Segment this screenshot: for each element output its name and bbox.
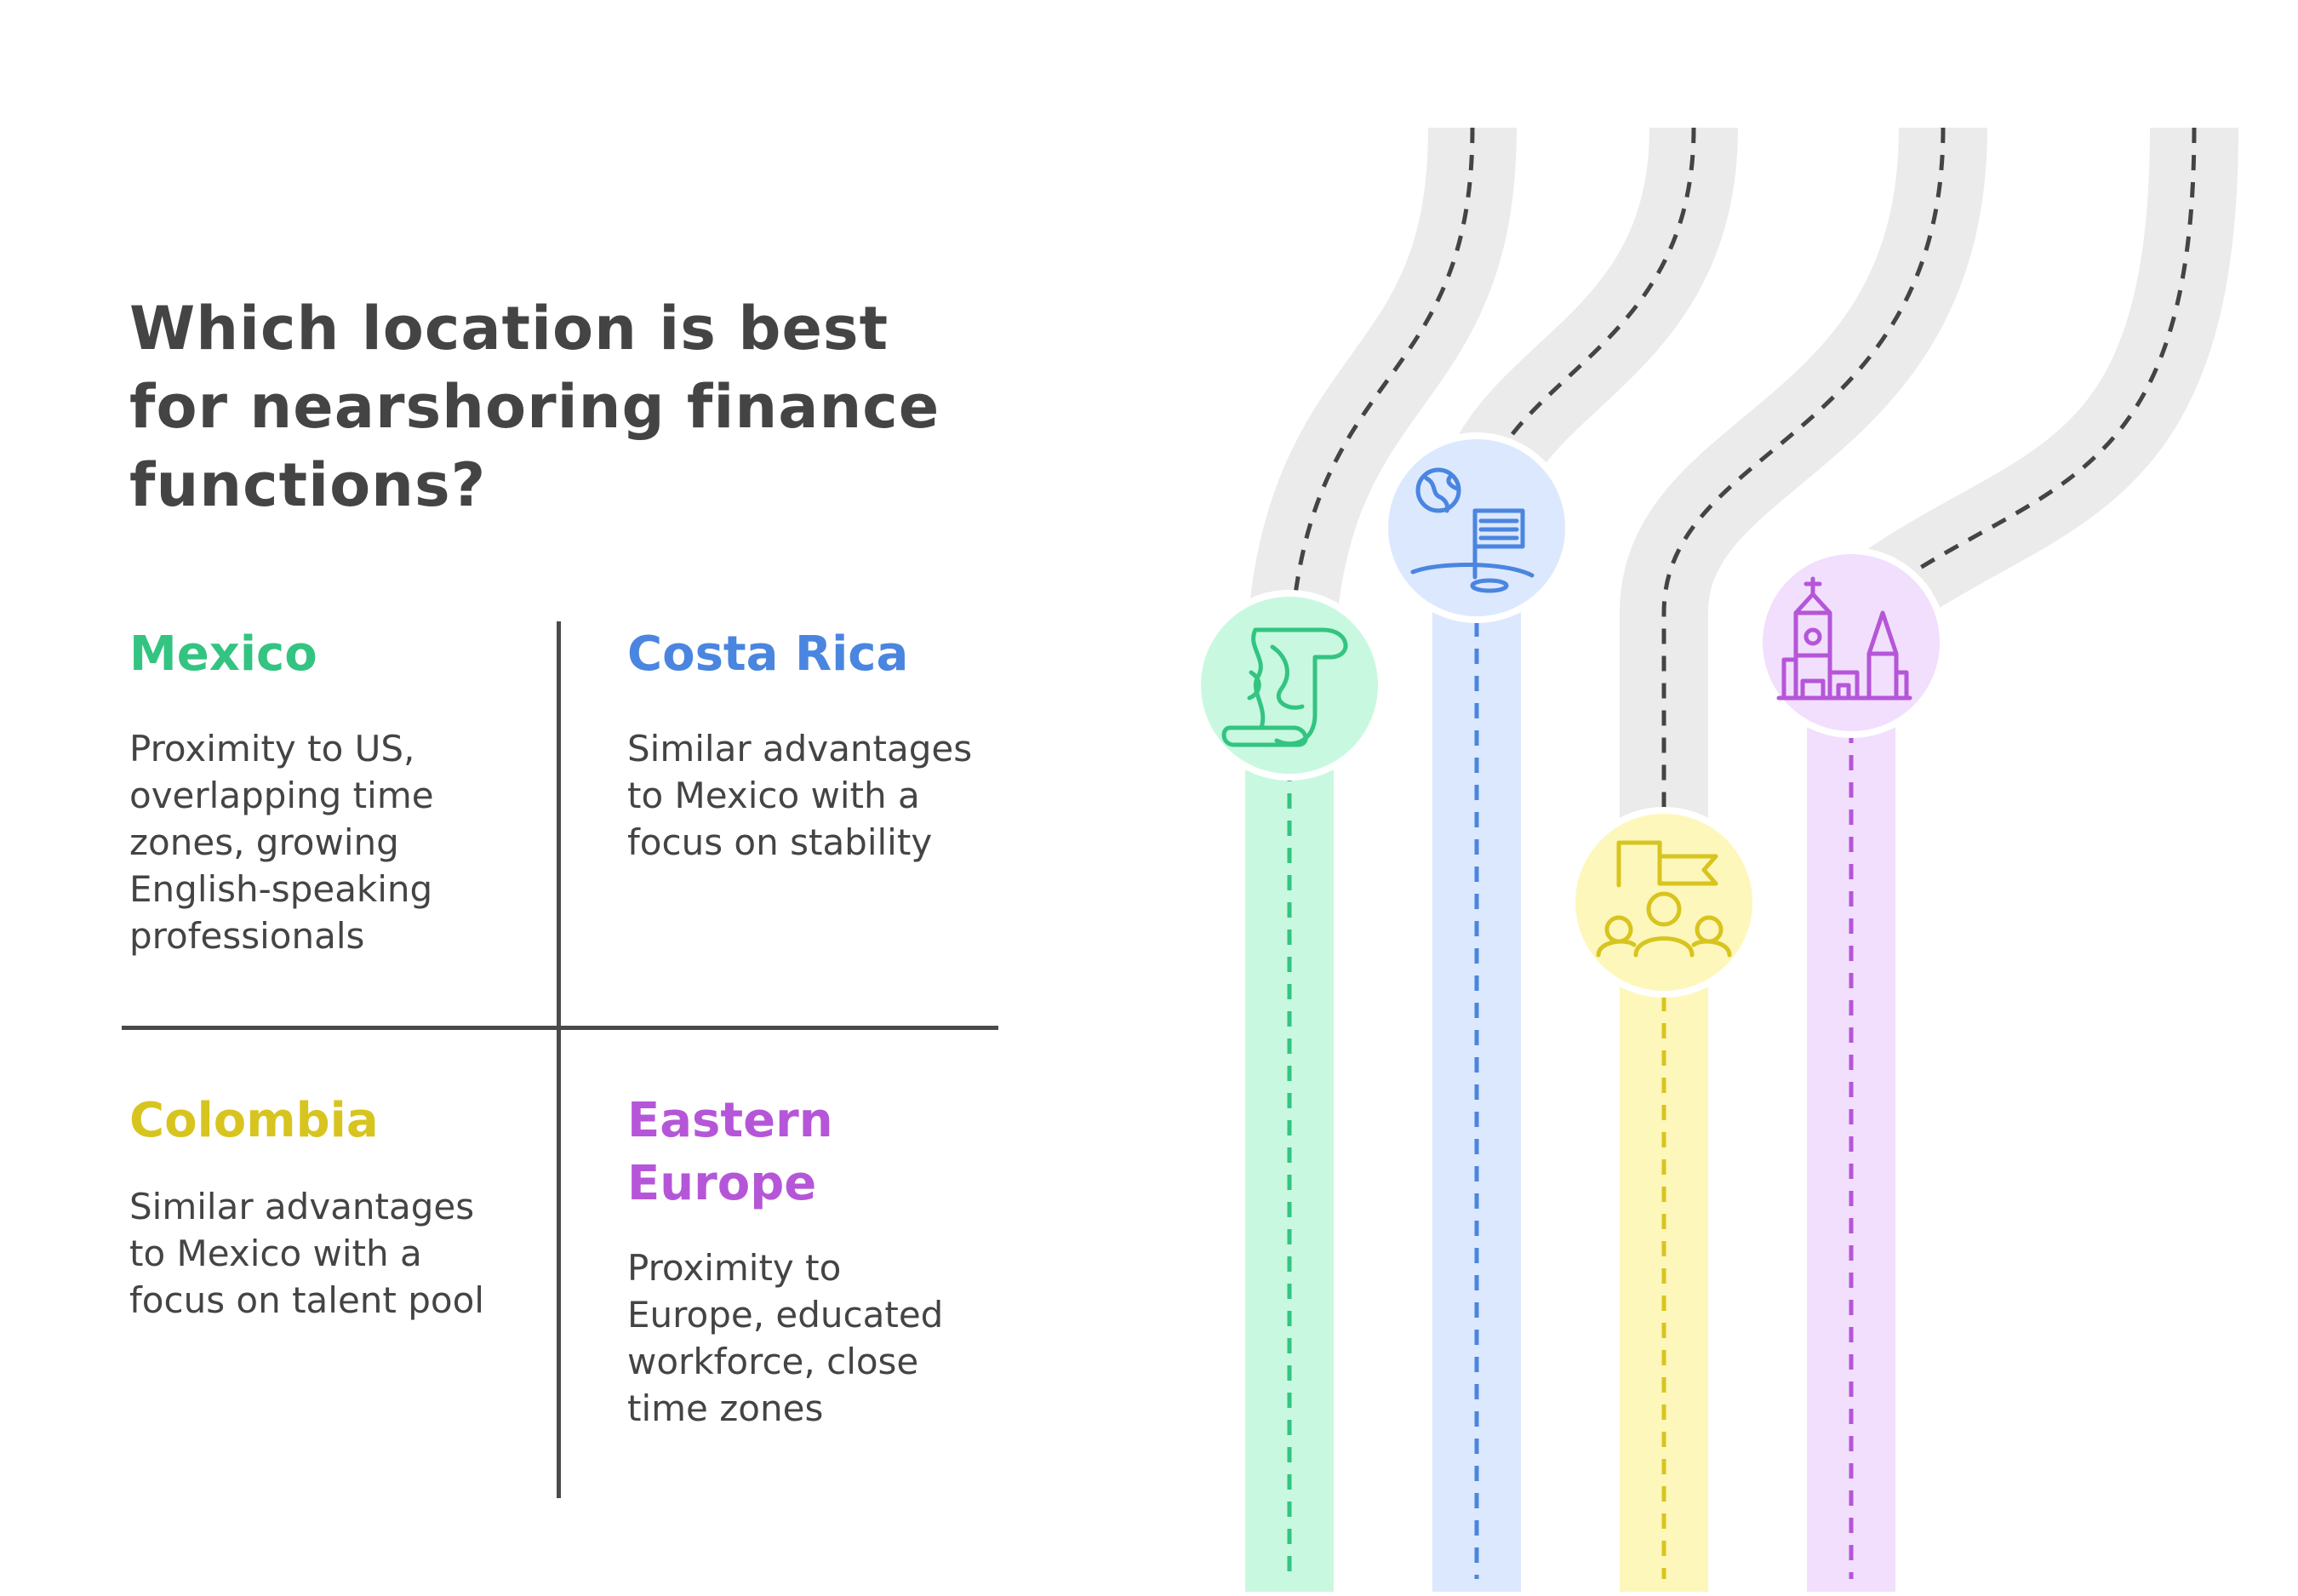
lane-costa-rica xyxy=(1432,528,1521,1592)
road-colombia-upper xyxy=(1620,127,1987,902)
option-costa-rica-title: Costa Rica xyxy=(627,626,909,682)
option-eastern-europe-description: Proximity to Europe, educated workforce,… xyxy=(627,1247,944,1429)
road-mexico-upper xyxy=(1245,127,1517,690)
page-title: Which location is best for nearshoring f… xyxy=(129,294,940,520)
option-eastern-europe-title: Eastern Europe xyxy=(627,1093,833,1211)
node-eastern-europe xyxy=(1756,547,1946,738)
lane-mexico xyxy=(1245,685,1334,1592)
option-costa-rica-description: Similar advantages to Mexico with a focu… xyxy=(627,728,973,863)
lane-eastern-europe xyxy=(1807,643,1895,1592)
quadrant-divider-vertical xyxy=(557,621,561,1498)
globe-flag-icon xyxy=(1410,467,1535,593)
option-colombia-title: Colombia xyxy=(129,1093,379,1148)
node-mexico xyxy=(1194,590,1385,781)
option-colombia-description: Similar advantages to Mexico with a focu… xyxy=(129,1186,484,1321)
road-eastern-europe-upper xyxy=(1827,127,2238,648)
option-mexico-title: Mexico xyxy=(129,626,317,682)
option-mexico-description: Proximity to US, overlapping time zones,… xyxy=(129,728,434,957)
node-costa-rica xyxy=(1381,432,1572,623)
quadrant-divider-horizontal xyxy=(122,1026,998,1030)
node-colombia xyxy=(1569,807,1759,998)
cathedral-icon xyxy=(1776,576,1912,701)
lane-colombia xyxy=(1620,902,1708,1592)
flag-team-icon xyxy=(1596,840,1732,958)
map-scroll-icon xyxy=(1221,627,1348,747)
